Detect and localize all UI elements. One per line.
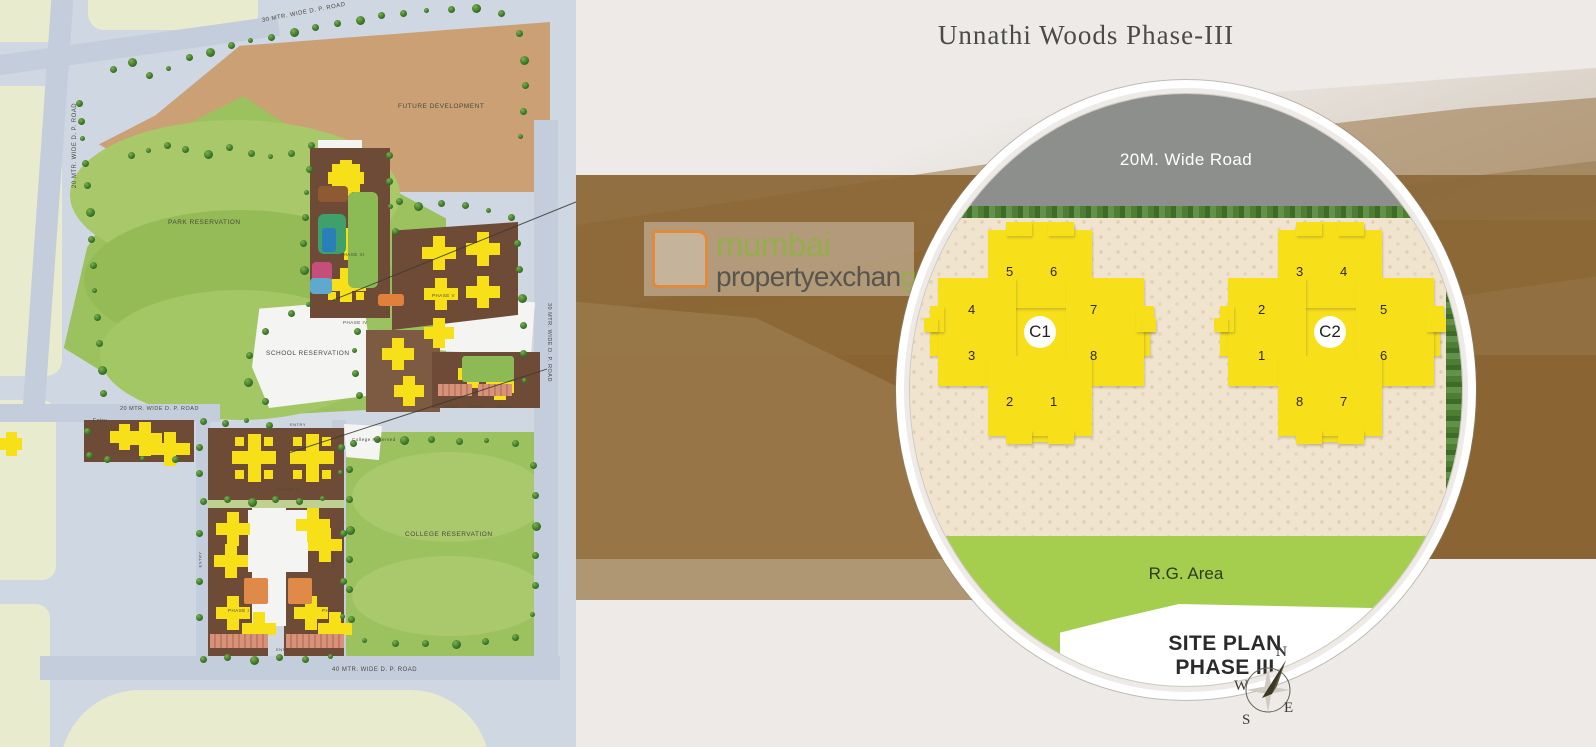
amenity-play-3 [310, 278, 332, 294]
road-label: 20M. Wide Road [1119, 150, 1253, 169]
magnifier-content: 20M. Wide Road R.G. Area [910, 94, 1462, 686]
wing-number: 6 [1050, 264, 1058, 279]
road-horizontal-mid [0, 404, 220, 422]
compass-rose: N E S W [1222, 636, 1322, 736]
wing-number: 8 [1296, 394, 1304, 409]
wing-number: 3 [968, 348, 976, 363]
amenity-court [322, 228, 336, 252]
phase-podium-2 [208, 428, 344, 500]
logo-line1: mumbai [716, 225, 831, 263]
mini-cluster [424, 318, 454, 348]
mini-cluster [110, 424, 140, 450]
site-plan-magnifier[interactable]: 20M. Wide Road R.G. Area [896, 80, 1476, 700]
road-band [910, 94, 1462, 214]
wing-number: 8 [1090, 348, 1098, 363]
banner-line1: SITE PLAN [1168, 632, 1282, 655]
mini-cluster [216, 512, 250, 546]
mini-cluster [394, 376, 424, 406]
mini-cluster [294, 596, 328, 630]
parking-row [438, 384, 472, 396]
detail-panel: Unnathi Woods Phase-III mumbai propertye… [576, 0, 1596, 747]
hedge-row-right [1446, 206, 1462, 636]
amenity-lawn [348, 192, 378, 288]
mini-cluster [214, 544, 248, 578]
parking-row [210, 634, 268, 648]
wing-number: 4 [968, 302, 976, 317]
college-shade [352, 452, 547, 542]
cluster-badge-c2: C2 [1314, 316, 1346, 348]
wing-number: 1 [1258, 348, 1266, 363]
page-title: Unnathi Woods Phase-III [937, 20, 1235, 50]
building-cluster-c2[interactable]: 3 4 2 1 5 6 8 7 C2 [1214, 222, 1446, 444]
college-shade [352, 556, 547, 636]
amenity-play [318, 186, 348, 202]
amenity-orange [244, 578, 268, 604]
mini-cluster [0, 432, 22, 456]
road-internal-vertical [196, 420, 210, 660]
wing-number: 7 [1090, 302, 1098, 317]
mini-cluster [232, 434, 276, 482]
wing-number: 3 [1296, 264, 1304, 279]
rg-area-label: R.G. Area [1148, 564, 1224, 583]
mini-cluster [424, 278, 458, 310]
parking-row [286, 634, 344, 648]
amenity-orange [288, 578, 312, 604]
mini-cluster [150, 432, 190, 466]
mini-cluster [308, 528, 342, 562]
banner-text: SITE PLAN PHASE III [1060, 632, 1390, 680]
watermark-logo: mumbai propertyexchange.com [644, 222, 965, 296]
compass-w: W [1234, 678, 1249, 694]
amenity-play-2 [312, 262, 332, 282]
compass-n: N [1276, 644, 1287, 660]
amenity-green-deck [462, 356, 514, 382]
logo-square-icon [652, 230, 708, 288]
hedge-row-top [910, 206, 1462, 220]
wing-number: 6 [1380, 348, 1388, 363]
mini-cluster [290, 434, 334, 482]
map-label: ENTRY [290, 422, 306, 427]
building-cluster-c1[interactable]: 5 6 4 3 7 8 2 1 C1 [924, 222, 1156, 444]
green-strip [208, 500, 344, 508]
phase-podium-5 [392, 222, 518, 330]
school-reservation-plate [252, 300, 374, 408]
land-parcel [0, 400, 56, 580]
road-horizontal-south [40, 656, 560, 680]
compass-icon [1245, 660, 1291, 713]
mini-cluster [422, 236, 456, 270]
banner-line2: PHASE III [1175, 656, 1275, 680]
mini-cluster [466, 276, 500, 308]
wing-number: 5 [1380, 302, 1388, 317]
wing-number: 2 [1006, 394, 1014, 409]
amenity-play-4 [378, 294, 404, 306]
land-parcel [60, 690, 490, 747]
cluster-badge-c1: C1 [1024, 316, 1056, 348]
compass-e: E [1284, 700, 1294, 716]
wing-number: 7 [1340, 394, 1348, 409]
wing-number: 4 [1340, 264, 1348, 279]
mini-cluster [216, 596, 250, 630]
compass-s: S [1242, 712, 1251, 728]
logo-line2-a: propertyexchan [716, 260, 901, 292]
wing-number: 2 [1258, 302, 1266, 317]
wing-number: 5 [1006, 264, 1014, 279]
wing-number: 1 [1050, 394, 1058, 409]
mini-cluster [382, 338, 414, 370]
mini-cluster [466, 232, 500, 266]
